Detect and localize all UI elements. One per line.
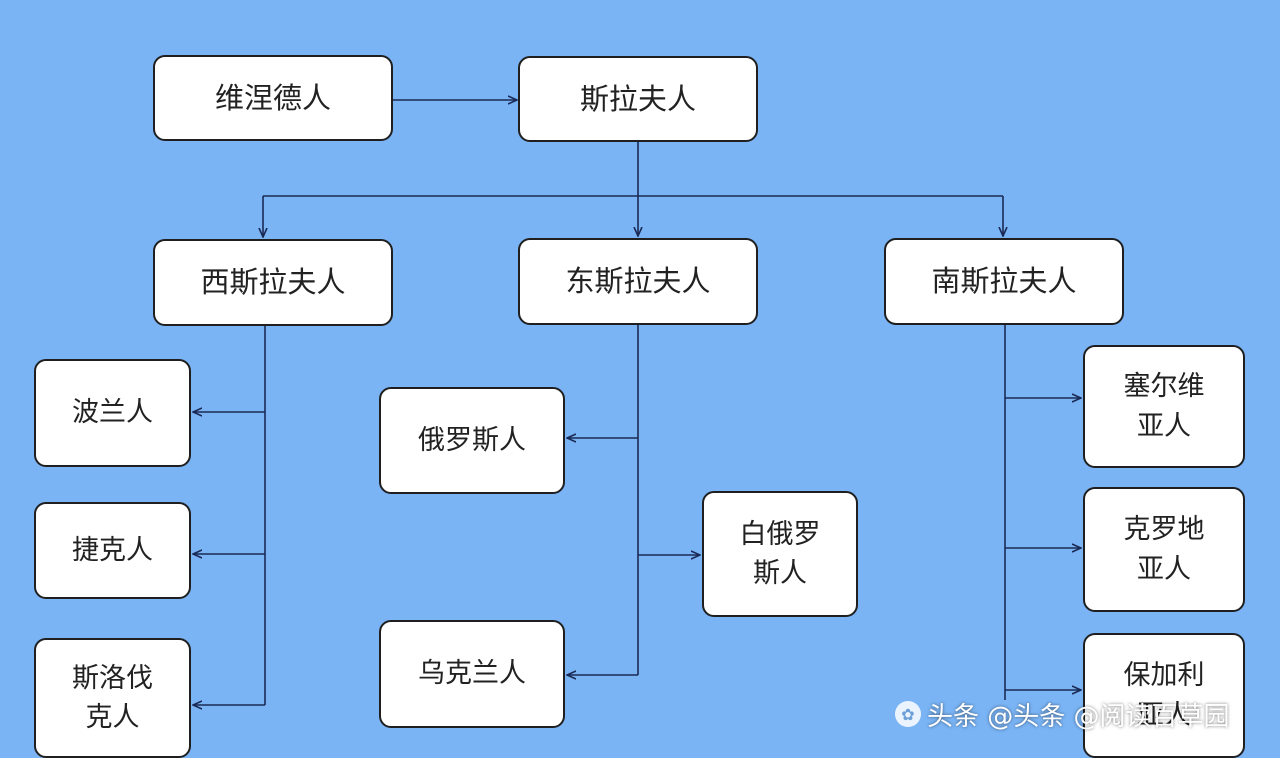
node-label-line: 亚人	[1137, 699, 1191, 731]
node-croats: 克罗地 亚人	[1083, 487, 1245, 612]
node-serbs: 塞尔维 亚人	[1083, 345, 1245, 468]
node-label-line: 斯人	[753, 558, 807, 589]
node-czechs: 捷克人	[34, 502, 191, 599]
node-label: 维涅德人	[214, 80, 331, 115]
node-wends: 维涅德人	[153, 55, 393, 141]
node-ukrainians: 乌克兰人	[379, 620, 565, 728]
node-slovaks: 斯洛伐 克人	[34, 638, 191, 758]
node-label: 南斯拉夫人	[931, 264, 1077, 299]
node-label-line: 白俄罗	[739, 518, 821, 550]
node-label-line: 亚人	[1137, 553, 1191, 585]
node-label: 捷克人	[72, 534, 153, 566]
node-label-line: 克罗地	[1123, 514, 1205, 546]
node-label: 俄罗斯人	[418, 424, 526, 456]
node-label-line: 亚人	[1137, 410, 1191, 442]
node-east-slavs: 东斯拉夫人	[518, 238, 758, 325]
node-label: 东斯拉夫人	[565, 264, 711, 299]
watermark-logo-icon: ✿	[895, 701, 921, 727]
node-west-slavs: 西斯拉夫人	[153, 239, 393, 326]
node-label-line: 塞尔维	[1123, 371, 1205, 403]
watermark: ✿ 头条 @头条 @阅读百草园	[895, 694, 1230, 734]
node-label-line: 保加利	[1123, 660, 1205, 692]
node-label: 斯拉夫人	[579, 81, 696, 116]
watermark-text: 头条 @头条 @阅读百草园	[927, 701, 1230, 732]
node-label: 波兰人	[72, 397, 153, 429]
node-label-line: 克人	[85, 702, 140, 733]
node-slavs: 斯拉夫人	[518, 56, 758, 142]
node-label: 乌克兰人	[418, 658, 526, 690]
node-south-slavs: 南斯拉夫人	[884, 238, 1124, 325]
node-belarusians: 白俄罗 斯人	[702, 491, 858, 617]
node-poles: 波兰人	[34, 359, 191, 467]
node-russians: 俄罗斯人	[379, 387, 565, 494]
node-label: 西斯拉夫人	[200, 265, 346, 300]
node-label-line: 斯洛伐	[72, 662, 153, 694]
